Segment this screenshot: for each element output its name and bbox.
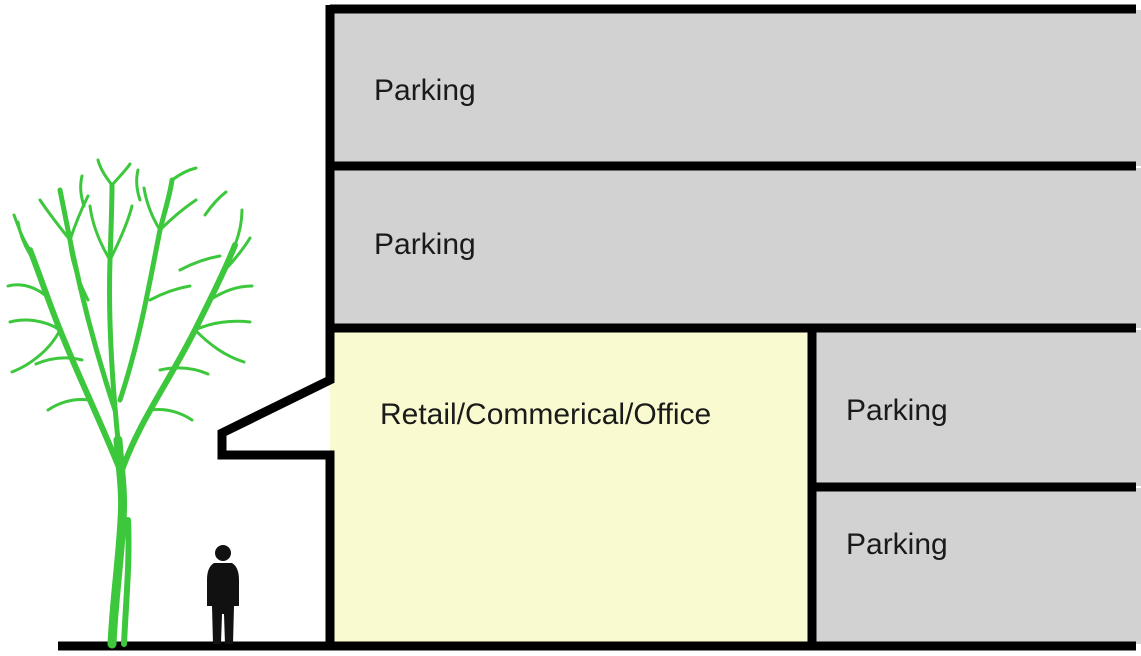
- tree-icon: [6, 158, 254, 649]
- building-outline: [58, 4, 1136, 651]
- rear-parking-level-1: [814, 330, 1141, 486]
- person-head: [215, 545, 231, 561]
- tree-limb: [27, 247, 123, 473]
- rear-parking-level-2: [814, 488, 1141, 644]
- front-wall-with-awning: [217, 5, 335, 644]
- person-body: [207, 563, 239, 644]
- tree-limb: [106, 182, 121, 443]
- upper-parking-label-1: Parking: [374, 74, 476, 107]
- tree-limb: [117, 177, 175, 403]
- person-icon: [207, 545, 239, 644]
- retail-ground-floor: [330, 330, 812, 644]
- tree-limb: [119, 242, 238, 473]
- rear-parking-label-2: Parking: [846, 528, 948, 561]
- tree-trunk-twin: [121, 517, 132, 647]
- rear-parking-label-1: Parking: [846, 394, 948, 427]
- upper-parking-level-2: [330, 168, 1141, 328]
- upper-parking-label-2: Parking: [374, 228, 476, 261]
- tree-twigs: [6, 158, 254, 422]
- upper-parking-level-1: [330, 10, 1141, 166]
- retail-label: Retail/Commerical/Office: [380, 398, 711, 431]
